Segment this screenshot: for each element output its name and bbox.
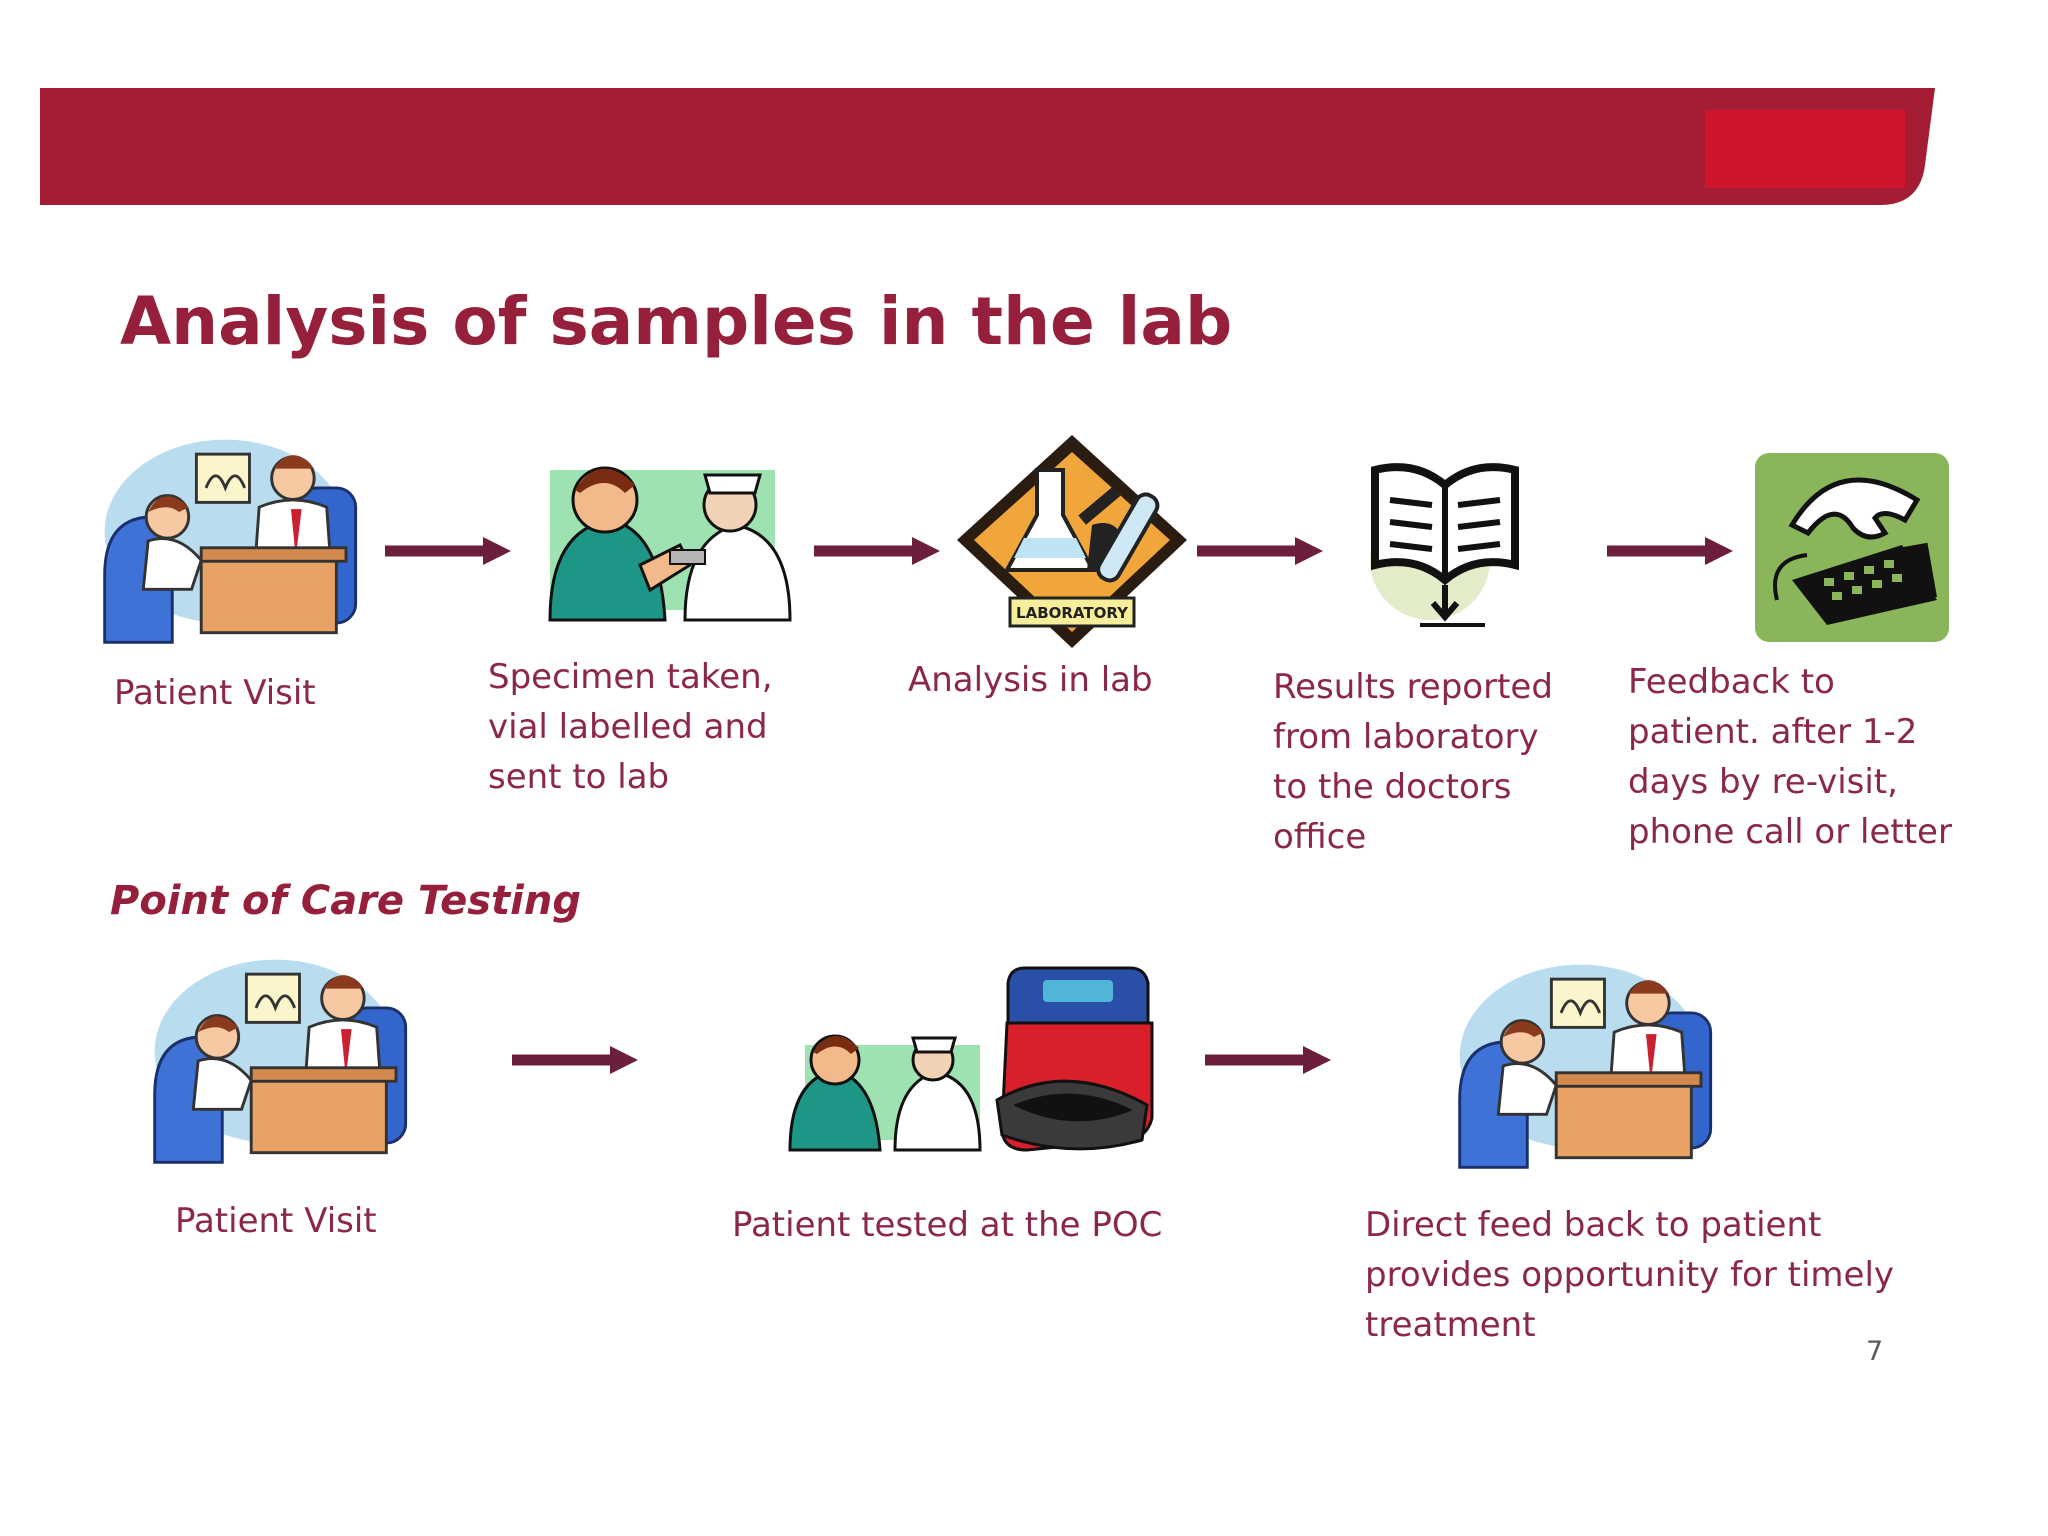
page-number: 7 bbox=[1866, 1336, 1884, 1367]
laboratory-badge: LABORATORY bbox=[1016, 604, 1129, 622]
report-book-icon bbox=[1370, 463, 1519, 627]
poc-step-caption: Patient tested at the POC bbox=[732, 1205, 1163, 1245]
poc-step-caption: Patient Visit bbox=[175, 1201, 377, 1241]
lab-step-caption: Patient Visit bbox=[114, 673, 316, 713]
lab-step-caption: Feedback to patient. after 1-2 days by r… bbox=[1628, 662, 1952, 852]
lab-step-caption: Results reported from laboratory to the … bbox=[1273, 667, 1553, 857]
section-title: Point of Care Testing bbox=[110, 878, 581, 924]
poc-testing-icon bbox=[788, 966, 1154, 1152]
header-banner bbox=[40, 88, 1935, 205]
flow-arrow bbox=[385, 537, 511, 565]
doctor-visit-icon bbox=[153, 958, 408, 1164]
doctor-visit-icon bbox=[1458, 963, 1713, 1169]
lab-step-caption: Specimen taken, vial labelled and sent t… bbox=[488, 657, 773, 797]
slide-title: Analysis of samples in the lab bbox=[120, 283, 1233, 360]
flow-arrow bbox=[1197, 537, 1323, 565]
telephone-icon bbox=[1755, 453, 1949, 642]
flow-arrow bbox=[1205, 1046, 1331, 1074]
flow-arrow bbox=[814, 537, 940, 565]
lab-step-caption: Analysis in lab bbox=[908, 660, 1153, 700]
poc-step-caption: Direct feed back to patient provides opp… bbox=[1365, 1205, 1895, 1345]
flow-arrow bbox=[512, 1046, 638, 1074]
doctor-visit-icon bbox=[103, 438, 358, 644]
laboratory-icon: LABORATORY bbox=[957, 435, 1187, 648]
specimen-collection-icon bbox=[548, 466, 792, 622]
flow-arrow bbox=[1607, 537, 1733, 565]
